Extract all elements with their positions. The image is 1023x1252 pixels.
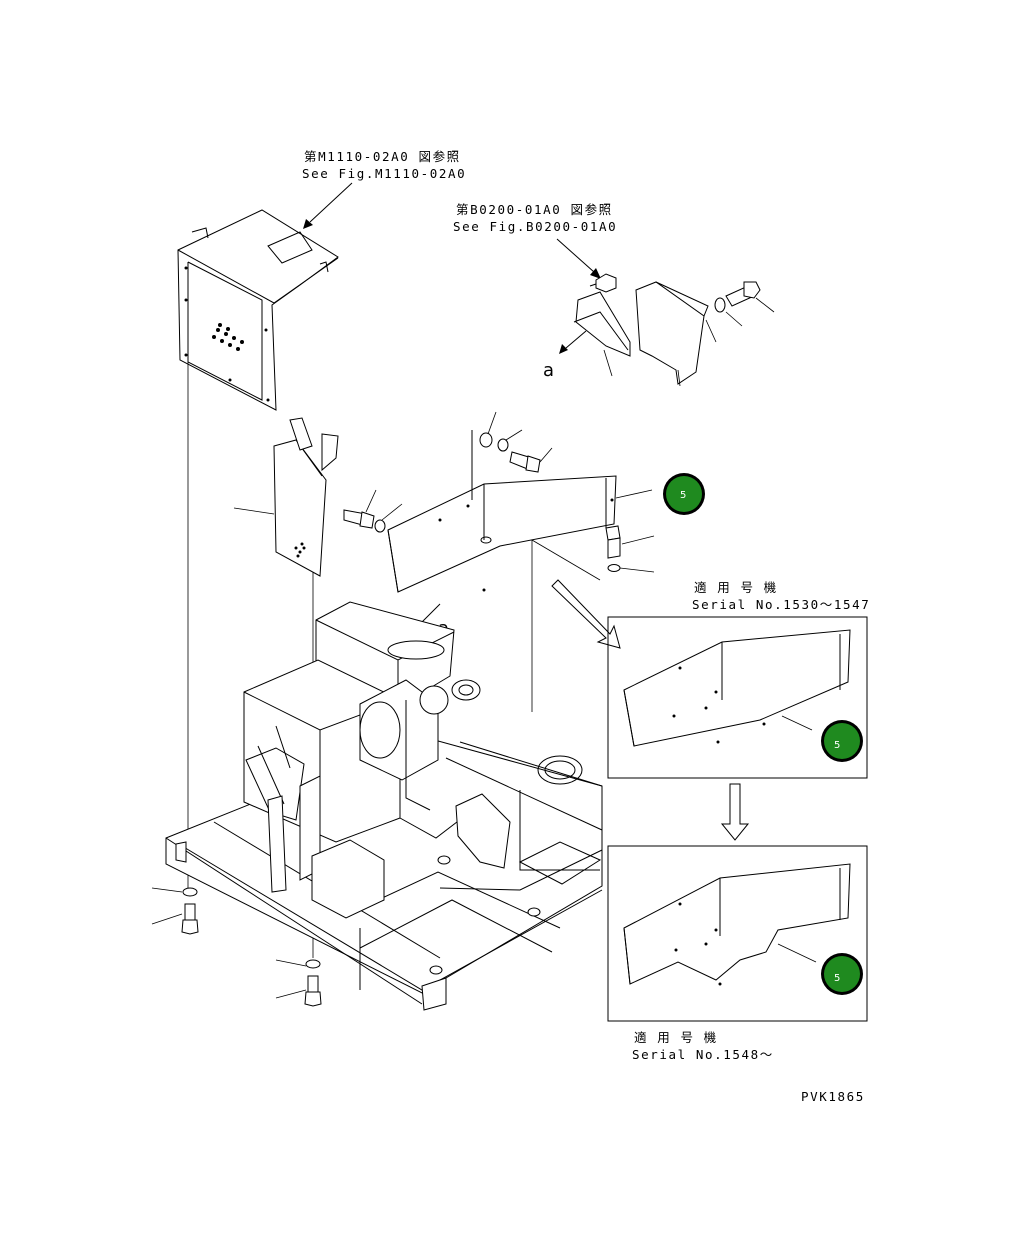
bracket-bolt-icon [589, 273, 617, 293]
part-badge-inset-2[interactable]: 5 [821, 953, 863, 995]
part-badge-inset-1[interactable]: 5 [821, 720, 863, 762]
part-badge-label: 5 [834, 973, 840, 984]
part-badge-label: 5 [680, 490, 686, 501]
inset-1-applicable-label: 適 用 号 機 [694, 580, 778, 595]
flow-arrow-down-icon [720, 783, 750, 841]
right-washer-icon [714, 297, 726, 313]
side-cover-vent-icon [294, 542, 306, 558]
left-washer-icon [182, 887, 198, 897]
center-bolt-icon [304, 975, 322, 1007]
part-badge-main-cover[interactable]: 5 [663, 473, 705, 515]
flow-arrow-diagonal-icon [551, 579, 621, 649]
main-cover-panel [343, 411, 655, 712]
reference-2-english: See Fig.B0200-01A0 [453, 219, 617, 234]
drawing-id: PVK1865 [801, 1089, 865, 1104]
cover-bolt-upper-icon [479, 411, 553, 473]
side-cover-panel [233, 417, 339, 577]
part-badge-label: 5 [834, 740, 840, 751]
engine-assembly [151, 601, 511, 999]
inset-2-serial-range: Serial No.1548〜 [632, 1047, 774, 1062]
hood-cover-panel [177, 209, 339, 411]
callout-a-top-arrow [559, 330, 587, 354]
inset-1-cover-drawing [623, 629, 851, 747]
right-bolt-icon [725, 281, 761, 307]
left-bolt-icon [181, 903, 199, 935]
reference-1-english: See Fig.M1110-02A0 [302, 166, 466, 181]
cover-bolt-right-icon [605, 525, 655, 573]
reference-1-japanese: 第M1110-02A0 図参照 [304, 149, 461, 164]
reference-1-arrow [303, 182, 353, 229]
hood-vent-grille-icon [212, 323, 244, 351]
cover-bolt-left-icon [343, 489, 403, 533]
reference-2-japanese: 第B0200-01A0 図参照 [456, 202, 613, 217]
inset-2-applicable-label: 適 用 号 機 [634, 1030, 718, 1045]
inset-1-serial-range: Serial No.1530〜1547 [692, 597, 870, 612]
inset-2-cover-drawing [623, 863, 851, 986]
reference-2-arrow [556, 238, 601, 279]
callout-a-top: a [543, 360, 554, 381]
inset-2-frame [607, 845, 868, 1022]
inset-1-frame [607, 616, 868, 779]
upper-bracket-assembly [573, 273, 775, 387]
center-washer-icon [305, 959, 321, 969]
